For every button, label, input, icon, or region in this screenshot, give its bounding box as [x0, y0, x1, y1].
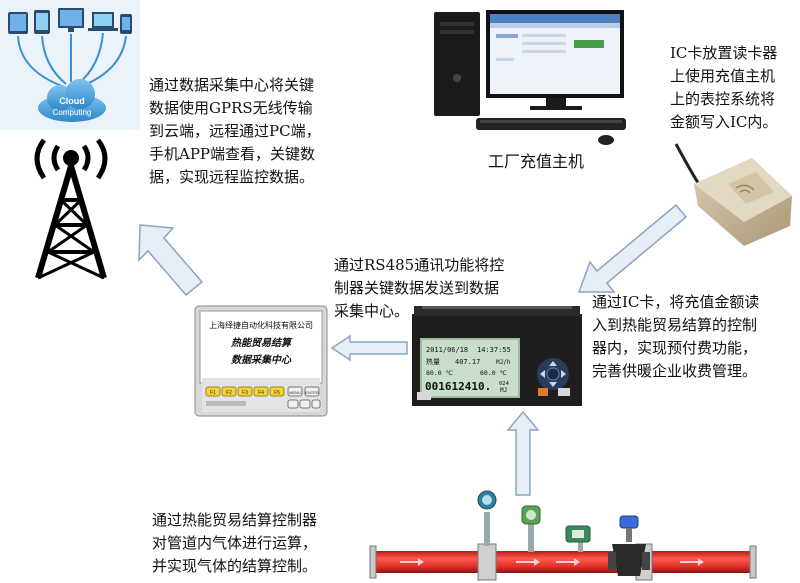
cloud-devices — [8, 8, 132, 34]
ic-card-description: 通过IC卡，将充值金额读 入到热能贸易结算的控制 器内，实现预付费功能， 完善供… — [592, 293, 760, 380]
rs485-description: 通过RS485通讯功能将控 制器关键数据发送到数据 采集中心。 — [334, 256, 505, 320]
antenna-tower-icon — [34, 138, 108, 280]
pipe-description: 通过热能贸易结算控制器 对管道内气体进行运算， 并实现气体的结算控制。 — [152, 511, 318, 575]
cloud-connection-lines — [17, 32, 127, 87]
controller-temp2: 60.0 ℃ — [480, 369, 508, 377]
cloud-label-line2: Computing — [53, 108, 92, 117]
controller-heat-value: 407.17 — [455, 358, 480, 366]
ic-reader-description: IC卡放置读卡器 上使用充值主机 上的表控系统将 金额写入IC内。 — [670, 44, 778, 131]
key-label-enter: ENTER — [305, 390, 319, 395]
arrow-from-reader — [577, 203, 688, 293]
cloud-label-line1: Cloud — [59, 96, 85, 106]
key-label-f3: F3 — [242, 390, 248, 396]
vortex-flowmeter — [477, 490, 497, 546]
cloud-description: 通过数据采集中心将关键 数据使用GPRS无线传输 到云端，远程通过PC端， 手机… — [149, 76, 321, 186]
controller-heat-label: 热量 — [426, 357, 440, 366]
data-center-title-line1: 热能贸易结算 — [230, 337, 293, 349]
flow-arrows — [138, 203, 688, 496]
data-center-keys — [205, 386, 321, 409]
arrow-to-data-center — [330, 334, 408, 362]
temperature-transmitter — [565, 525, 591, 552]
key-label-menu: MENU — [289, 390, 301, 395]
settlement-controller — [412, 306, 582, 406]
arrow-to-cloud — [138, 224, 204, 297]
regulating-valve — [608, 515, 650, 576]
pc-label: 工厂充值主机 — [488, 152, 585, 171]
controller-total-unit: MJ — [500, 387, 507, 394]
controller-display: 2011/06/18 14:37:55 热量 407.17 MJ/h 80.0 … — [425, 346, 511, 394]
controller-time: 14:37:55 — [477, 346, 511, 354]
key-label-f2: F2 — [226, 390, 232, 396]
factory-pc-host — [434, 10, 626, 145]
pressure-transmitter — [521, 505, 541, 552]
key-label-f4: F4 — [258, 390, 264, 396]
controller-date: 2011/06/18 — [426, 346, 468, 354]
cloud-icon — [38, 79, 106, 122]
controller-temp1: 80.0 ℃ — [426, 369, 454, 377]
arrow-from-pipe — [506, 410, 540, 496]
key-label-f5: F5 — [274, 390, 280, 396]
data-center-title-line2: 数据采集中心 — [231, 354, 292, 366]
data-center-key-labels: F1 F2 F3 F4 F5 MENU ENTER — [210, 390, 319, 396]
ic-card-reader — [674, 143, 792, 246]
key-label-f1: F1 — [210, 390, 216, 396]
controller-total: 001612410. — [425, 380, 491, 393]
controller-total-decimal: 024 — [499, 381, 510, 387]
pipeline — [369, 543, 757, 581]
data-center-company: 上海绎捷自动化科技有限公司 — [209, 320, 313, 330]
controller-heat-unit: MJ/h — [496, 359, 511, 366]
